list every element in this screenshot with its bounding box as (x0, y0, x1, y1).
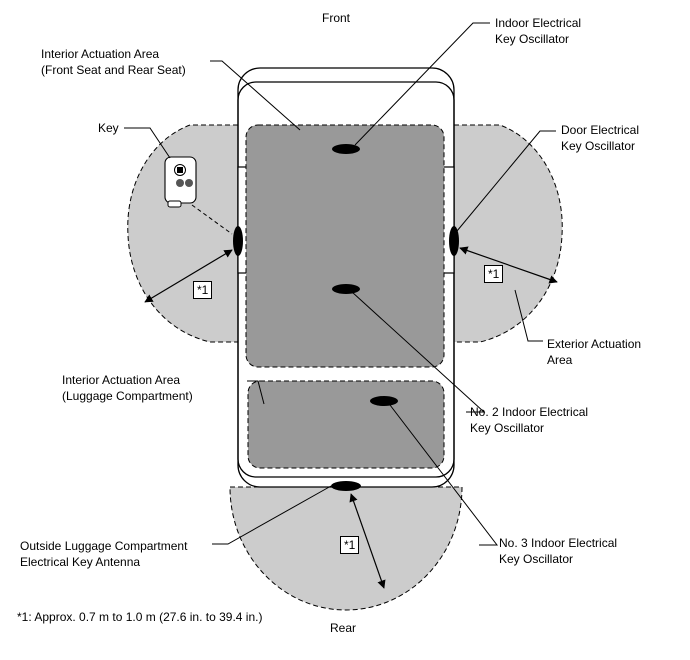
distance-arrow-rear (349, 493, 386, 589)
key-fob-icon (164, 156, 197, 208)
vehicle-inner-outline (237, 81, 455, 478)
door-oscillator-left (233, 226, 243, 256)
leader-door-osc (456, 130, 556, 232)
label-no3-osc: No. 3 Indoor Electrical Key Oscillator (499, 536, 618, 566)
distance-marker-rear: *1 (340, 536, 360, 554)
outside-luggage-antenna (331, 481, 361, 491)
door-oscillator-right (449, 226, 459, 256)
exterior-zone-right (453, 124, 563, 343)
label-indoor-osc: Indoor Electrical Key Oscillator (495, 16, 582, 46)
label-outside-antenna: Outside Luggage Compartment Electrical K… (20, 539, 188, 569)
key-signal-line (191, 204, 233, 235)
distance-arrow-right (459, 246, 558, 284)
label-front: Front (322, 11, 351, 25)
label-key: Key (98, 121, 119, 135)
leader-outside-antenna (212, 485, 332, 545)
leader-interior-front-rear (210, 60, 301, 131)
indoor-oscillator (332, 144, 360, 154)
interior-zone-cabin (245, 124, 445, 368)
label-no2-osc: No. 2 Indoor Electrical Key Oscillator (470, 405, 589, 435)
no2-indoor-oscillator (332, 284, 360, 294)
no3-indoor-oscillator (370, 396, 398, 406)
label-interior-front-rear: Interior Actuation Area (Front Seat and … (41, 47, 186, 77)
leader-indoor-osc (354, 22, 490, 146)
label-interior-luggage: Interior Actuation Area (Luggage Compart… (62, 373, 193, 403)
footnote: *1: Approx. 0.7 m to 1.0 m (27.6 in. to … (17, 610, 263, 624)
leader-no2-osc (351, 291, 486, 413)
leader-key (124, 127, 171, 159)
leader-lines (124, 22, 556, 546)
label-exterior-area: Exterior Actuation Area (547, 337, 642, 367)
distance-marker-right: *1 (484, 265, 504, 283)
label-rear: Rear (330, 621, 357, 635)
distance-arrow-left (144, 249, 233, 303)
leader-interior-luggage (247, 380, 265, 405)
label-door-osc: Door Electrical Key Oscillator (561, 123, 640, 153)
interior-zone-luggage (247, 380, 445, 469)
leader-no3-osc (389, 404, 499, 546)
leader-exterior-area (514, 289, 543, 342)
distance-marker-left: *1 (193, 281, 213, 299)
